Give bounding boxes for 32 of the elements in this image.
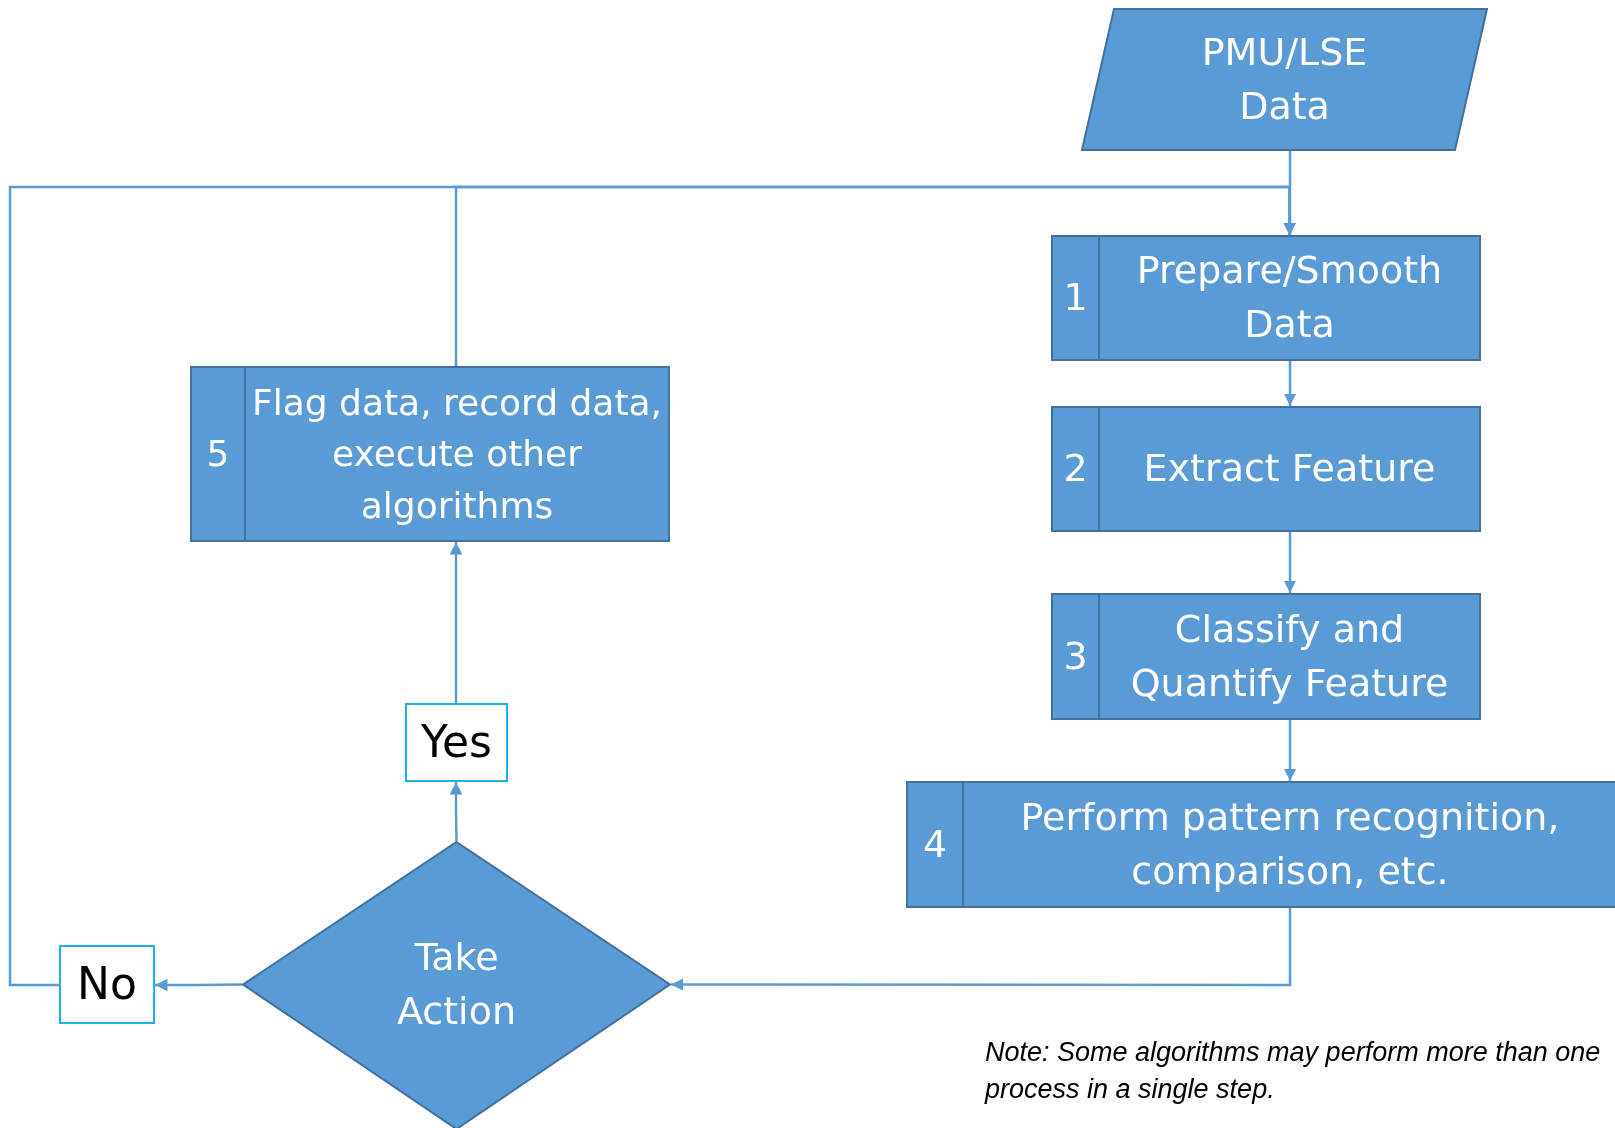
- arrow: [454, 185, 1296, 366]
- process-box: [190, 366, 670, 542]
- step-label: Classify and Quantify Feature: [1129, 605, 1450, 707]
- process-box: [906, 781, 1615, 908]
- step-label: Extract Feature: [1143, 445, 1436, 492]
- node-label: PMU/LSE Data: [1200, 28, 1369, 130]
- step-number: 2: [1063, 445, 1088, 492]
- answer-text: Yes: [421, 715, 492, 770]
- decision-diamond: [242, 841, 671, 1128]
- note-text: Note: Some algorithms may perform more than one process in a single step.: [985, 1036, 1602, 1107]
- arrow: [155, 978, 242, 992]
- process-box: [1051, 593, 1481, 720]
- arrow: [1283, 361, 1297, 406]
- process-box: [1051, 406, 1481, 532]
- step-number: 1: [1063, 274, 1088, 321]
- arrow: [449, 542, 463, 703]
- arrow: [449, 782, 463, 842]
- answer-text: No: [77, 957, 137, 1012]
- arrow: [671, 908, 1292, 991]
- answer-label: [405, 703, 508, 782]
- step-label: Prepare/Smooth Data: [1135, 247, 1444, 348]
- step-label: Flag data, record data, execute other algorithms: [252, 381, 662, 528]
- arrow: [1283, 720, 1297, 781]
- node-label: Take Action: [396, 933, 517, 1035]
- step-number: 5: [206, 432, 230, 477]
- data-parallelogram: [1081, 8, 1488, 151]
- step-label: Perform pattern recognition, comparison, etc.: [1019, 793, 1561, 895]
- arrow: [1283, 532, 1297, 593]
- answer-label: [59, 945, 155, 1024]
- step-number: 3: [1063, 632, 1088, 680]
- step-number: 4: [922, 820, 948, 868]
- process-box: [1051, 235, 1481, 361]
